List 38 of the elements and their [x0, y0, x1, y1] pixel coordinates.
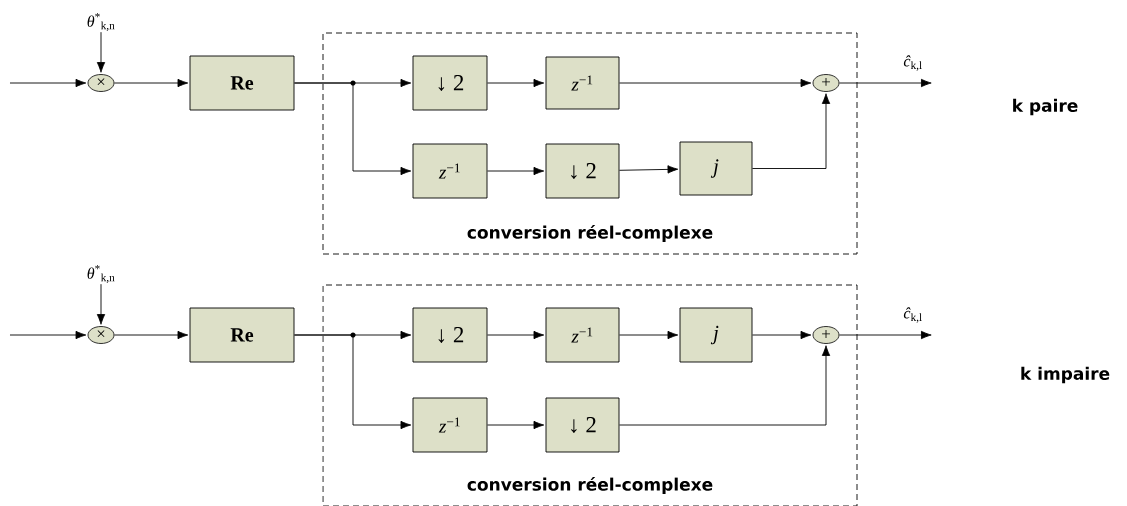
arrow — [838, 330, 932, 340]
arrow — [113, 78, 189, 88]
arrow — [487, 420, 545, 430]
arrow — [619, 345, 831, 426]
block-box: ↓ 2 — [412, 307, 488, 363]
block-box: Re — [189, 307, 295, 363]
arrow — [113, 330, 189, 340]
block-box: z$^{−1}$ — [545, 307, 620, 363]
case-label: k impaire — [1021, 366, 1110, 384]
arrow — [619, 330, 679, 340]
arrow — [619, 78, 812, 88]
block-box: ↓ 2 — [545, 397, 620, 453]
arrow — [294, 334, 412, 430]
block-box: ↓ 2 — [412, 55, 488, 111]
block-box: z$^{−1}$ — [545, 56, 620, 110]
arrow — [96, 283, 106, 325]
case-label: k paire — [1013, 98, 1078, 116]
block-box: z$^{−1}$ — [412, 397, 488, 453]
block-box: Re — [189, 55, 295, 111]
arrow — [752, 93, 831, 169]
arrow — [294, 82, 412, 176]
symbol-label: θ$^{*}$k,n — [87, 13, 115, 31]
arrow — [619, 165, 679, 174]
block-box: z$^{−1}$ — [412, 143, 488, 199]
edge-label: ĉ$_{k,l}$ — [902, 54, 924, 72]
arrow — [752, 330, 812, 340]
arrow — [838, 78, 932, 88]
block-box: j — [679, 307, 753, 363]
symbol-label: θ$^{*}$k,n — [87, 265, 115, 283]
block-box: ↓ 2 — [545, 143, 620, 199]
arrow — [9, 78, 87, 88]
arrow — [487, 330, 545, 340]
arrow — [487, 166, 545, 176]
edge-label: ĉ$_{k,l}$ — [902, 306, 924, 324]
arrow — [96, 31, 106, 73]
block-box: j — [679, 141, 753, 196]
arrow — [487, 78, 545, 88]
arrow — [9, 330, 87, 340]
